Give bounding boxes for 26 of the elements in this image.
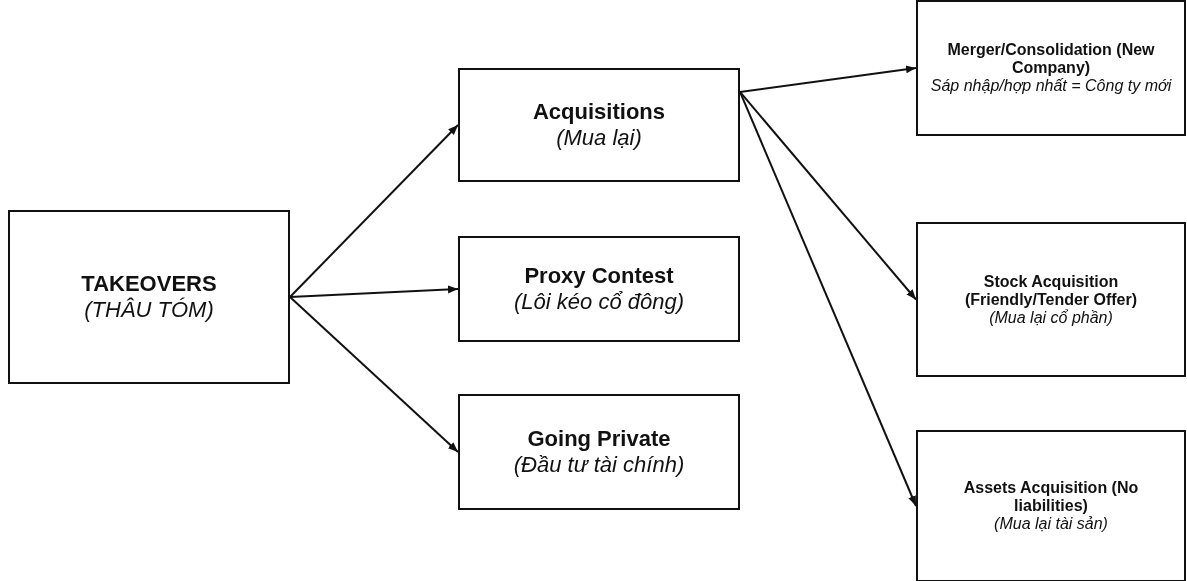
box-title: Assets Acquisition (No liabilities): [962, 479, 1140, 515]
box-title: Proxy Contest: [524, 263, 674, 289]
category-box: [458, 394, 740, 510]
category-box: [458, 68, 740, 182]
type-box: [916, 0, 1186, 136]
arrow: [289, 124, 459, 298]
box-subtitle: Sáp nhập/hợp nhất = Công ty mới: [930, 77, 1172, 95]
box-title: TAKEOVERS: [81, 271, 217, 297]
box-subtitle: (Mua lại): [556, 125, 642, 151]
box-title: Going Private: [527, 426, 671, 452]
category-box: [458, 236, 740, 342]
arrow: [289, 296, 459, 453]
box-title: Acquisitions: [533, 99, 665, 125]
box-subtitle: (Lôi kéo cổ đông): [514, 289, 684, 315]
root-box: [8, 210, 290, 384]
box-subtitle: (THÂU TÓM): [84, 297, 214, 323]
box-subtitle: (Mua lại tài sản): [994, 515, 1108, 533]
type-box: [916, 430, 1186, 581]
box-title: Merger/Consolidation (New Company): [946, 41, 1156, 77]
arrow: [739, 65, 917, 93]
arrow: [289, 285, 459, 298]
box-subtitle: (Mua lại cổ phần): [989, 308, 1113, 327]
box-title: Stock Acquisition (Friendly/Tender Offer): [963, 272, 1139, 309]
arrow: [739, 90, 917, 301]
box-subtitle: (Đầu tư tài chính): [513, 452, 685, 478]
type-box: [916, 222, 1186, 377]
